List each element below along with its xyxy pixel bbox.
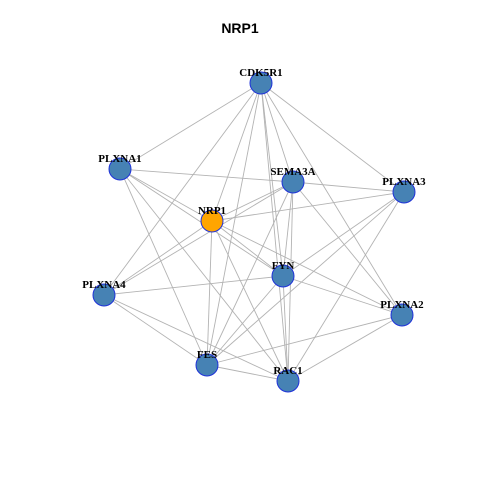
edge-cdk5r1-rac1 <box>260 82 289 382</box>
node-label-fyn: FYN <box>272 260 295 272</box>
edge-plxna1-sema3a <box>119 168 294 183</box>
edge-cdk5r1-sema3a <box>260 82 294 183</box>
node-label-cdk5r1: CDK5R1 <box>239 67 282 79</box>
edge-sema3a-plxna3 <box>292 181 405 193</box>
edge-fyn-rac1 <box>282 275 289 382</box>
graph-title: NRP1 <box>221 20 259 36</box>
edge-plxna1-nrp1 <box>119 168 213 222</box>
edge-nrp1-fyn <box>211 220 284 277</box>
node-sema3a[interactable] <box>281 170 305 194</box>
edge-layer <box>103 82 405 382</box>
edge-cdk5r1-fyn <box>260 82 284 277</box>
edge-plxna4-rac1 <box>103 294 289 382</box>
edge-plxna3-fyn <box>282 191 405 277</box>
node-label-plxna4: PLXNA4 <box>82 279 126 291</box>
edge-sema3a-fyn <box>282 181 294 277</box>
edge-fes-rac1 <box>206 364 289 382</box>
node-label-nrp1: NRP1 <box>198 205 226 217</box>
node-rac1[interactable] <box>276 369 300 393</box>
edge-cdk5r1-plxna4 <box>103 82 262 296</box>
edge-fyn-fes <box>206 275 284 366</box>
node-label-sema3a: SEMA3A <box>270 166 315 178</box>
edge-plxna2-rac1 <box>287 314 403 382</box>
edge-plxna3-rac1 <box>287 191 405 382</box>
edge-nrp1-fes <box>206 220 213 366</box>
edge-sema3a-plxna2 <box>292 181 403 316</box>
edge-plxna1-rac1 <box>119 168 289 382</box>
edge-nrp1-plxna2 <box>211 220 403 316</box>
edge-nrp1-rac1 <box>211 220 289 382</box>
edge-fyn-plxna4 <box>103 275 284 296</box>
node-plxna1[interactable] <box>108 157 132 181</box>
node-plxna3[interactable] <box>392 180 416 204</box>
edge-plxna3-fes <box>206 191 405 366</box>
node-nrp1[interactable] <box>200 209 224 233</box>
edge-plxna4-fes <box>103 294 208 366</box>
edge-sema3a-nrp1 <box>211 181 294 222</box>
edge-nrp1-plxna4 <box>103 220 213 296</box>
edge-cdk5r1-plxna2 <box>260 82 403 316</box>
node-label-rac1: RAC1 <box>273 365 302 377</box>
node-fyn[interactable] <box>271 264 295 288</box>
node-fes[interactable] <box>195 353 219 377</box>
edge-sema3a-plxna4 <box>103 181 294 296</box>
node-label-plxna1: PLXNA1 <box>98 153 141 165</box>
node-label-fes: FES <box>197 349 217 361</box>
edge-cdk5r1-plxna1 <box>119 82 262 170</box>
edge-plxna2-fes <box>206 314 403 366</box>
edge-plxna1-fes <box>119 168 208 366</box>
edge-cdk5r1-fes <box>206 82 262 366</box>
node-layer <box>92 71 416 393</box>
node-label-plxna3: PLXNA3 <box>382 176 426 188</box>
node-plxna4[interactable] <box>92 283 116 307</box>
edge-cdk5r1-nrp1 <box>211 82 262 222</box>
edge-sema3a-fes <box>206 181 294 366</box>
edge-cdk5r1-plxna3 <box>260 82 405 193</box>
node-plxna2[interactable] <box>390 303 414 327</box>
edge-fyn-plxna2 <box>282 275 403 316</box>
node-cdk5r1[interactable] <box>249 71 273 95</box>
node-label-plxna2: PLXNA2 <box>380 299 424 311</box>
edge-plxna3-nrp1 <box>211 191 405 222</box>
